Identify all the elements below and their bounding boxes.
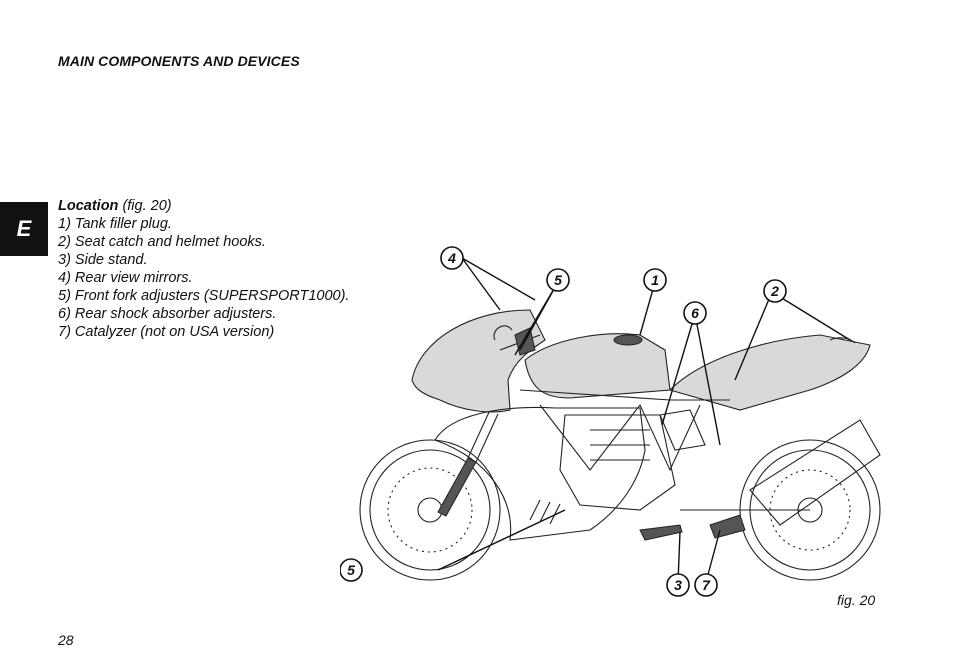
- location-heading: Location: [58, 198, 119, 214]
- catalyzer: [709, 514, 746, 539]
- motorcycle-figure: 4 5 1 2 6 5 3 7: [340, 246, 881, 597]
- svg-text:5: 5: [554, 272, 562, 288]
- svg-text:6: 6: [691, 305, 699, 321]
- component-item: 2) Seat catch and helmet hooks.: [58, 234, 266, 250]
- svg-text:3: 3: [674, 577, 682, 593]
- page-number: 28: [58, 632, 74, 648]
- callout-4: 4: [440, 246, 464, 270]
- tank-filler-plug: [613, 334, 643, 346]
- engine: [559, 414, 676, 511]
- seat-tail: [668, 334, 871, 411]
- callout-3: 3: [666, 573, 690, 597]
- exhaust: [749, 419, 881, 526]
- svg-text:1: 1: [651, 272, 659, 288]
- svg-text:2: 2: [770, 283, 779, 299]
- section-title: MAIN COMPONENTS AND DEVICES: [58, 53, 300, 69]
- language-tab: E: [0, 202, 48, 256]
- side-stand: [639, 524, 683, 541]
- component-item: 4) Rear view mirrors.: [58, 270, 193, 286]
- callout-1: 1: [643, 268, 667, 292]
- callout-leaders: [437, 257, 851, 583]
- component-list: 1) Tank filler plug. 2) Seat catch and h…: [58, 215, 349, 341]
- component-item: 3) Side stand.: [58, 252, 148, 268]
- front-wheel: [359, 439, 501, 581]
- component-item: 1) Tank filler plug.: [58, 216, 172, 232]
- front-fork: [437, 409, 499, 517]
- svg-text:5: 5: [347, 562, 355, 578]
- location-heading-line: Location (fig. 20): [58, 197, 349, 215]
- fuel-tank: [524, 333, 671, 399]
- callout-7: 7: [694, 573, 718, 597]
- component-item: 6) Rear shock absorber adjusters.: [58, 306, 277, 322]
- lower-fairing: [434, 406, 646, 541]
- front-fairing: [411, 309, 546, 413]
- figure-caption: fig. 20: [837, 592, 876, 608]
- location-figure-ref: (fig. 20): [122, 198, 172, 214]
- component-item: 5) Front fork adjusters (SUPERSPORT1000)…: [58, 288, 350, 304]
- callout-5-top: 5: [546, 268, 570, 292]
- callout-5-bottom: 5: [340, 558, 363, 582]
- callout-2: 2: [763, 279, 787, 303]
- component-item: 7) Catalyzer (not on USA version): [58, 324, 275, 340]
- svg-text:4: 4: [447, 250, 456, 266]
- location-legend: Location (fig. 20) 1) Tank filler plug. …: [58, 197, 349, 341]
- svg-text:7: 7: [702, 577, 711, 593]
- callout-6: 6: [683, 301, 707, 325]
